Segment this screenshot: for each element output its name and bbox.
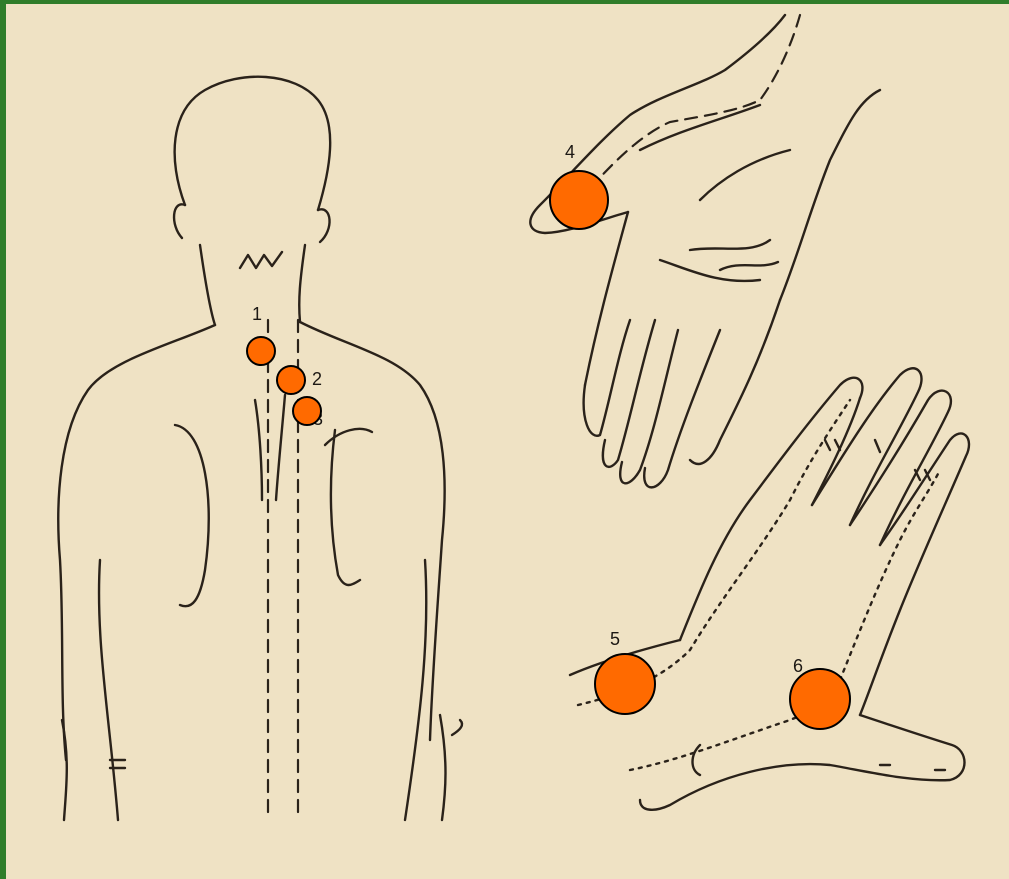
upper-hand bbox=[530, 15, 880, 487]
marker-point-3[interactable] bbox=[293, 397, 321, 425]
point-label-6: 6 bbox=[793, 656, 803, 676]
point-label-1: 1 bbox=[252, 304, 262, 324]
marker-point-4[interactable] bbox=[550, 171, 608, 229]
lower-hand bbox=[570, 368, 969, 809]
marker-point-6[interactable] bbox=[790, 669, 850, 729]
point-label-5: 5 bbox=[610, 629, 620, 649]
marker-point-2[interactable] bbox=[277, 366, 305, 394]
point-label-2: 2 bbox=[312, 369, 322, 389]
marker-point-1[interactable] bbox=[247, 337, 275, 365]
marker-point-5[interactable] bbox=[595, 654, 655, 714]
point-label-4: 4 bbox=[565, 142, 575, 162]
back-figure bbox=[58, 77, 462, 820]
